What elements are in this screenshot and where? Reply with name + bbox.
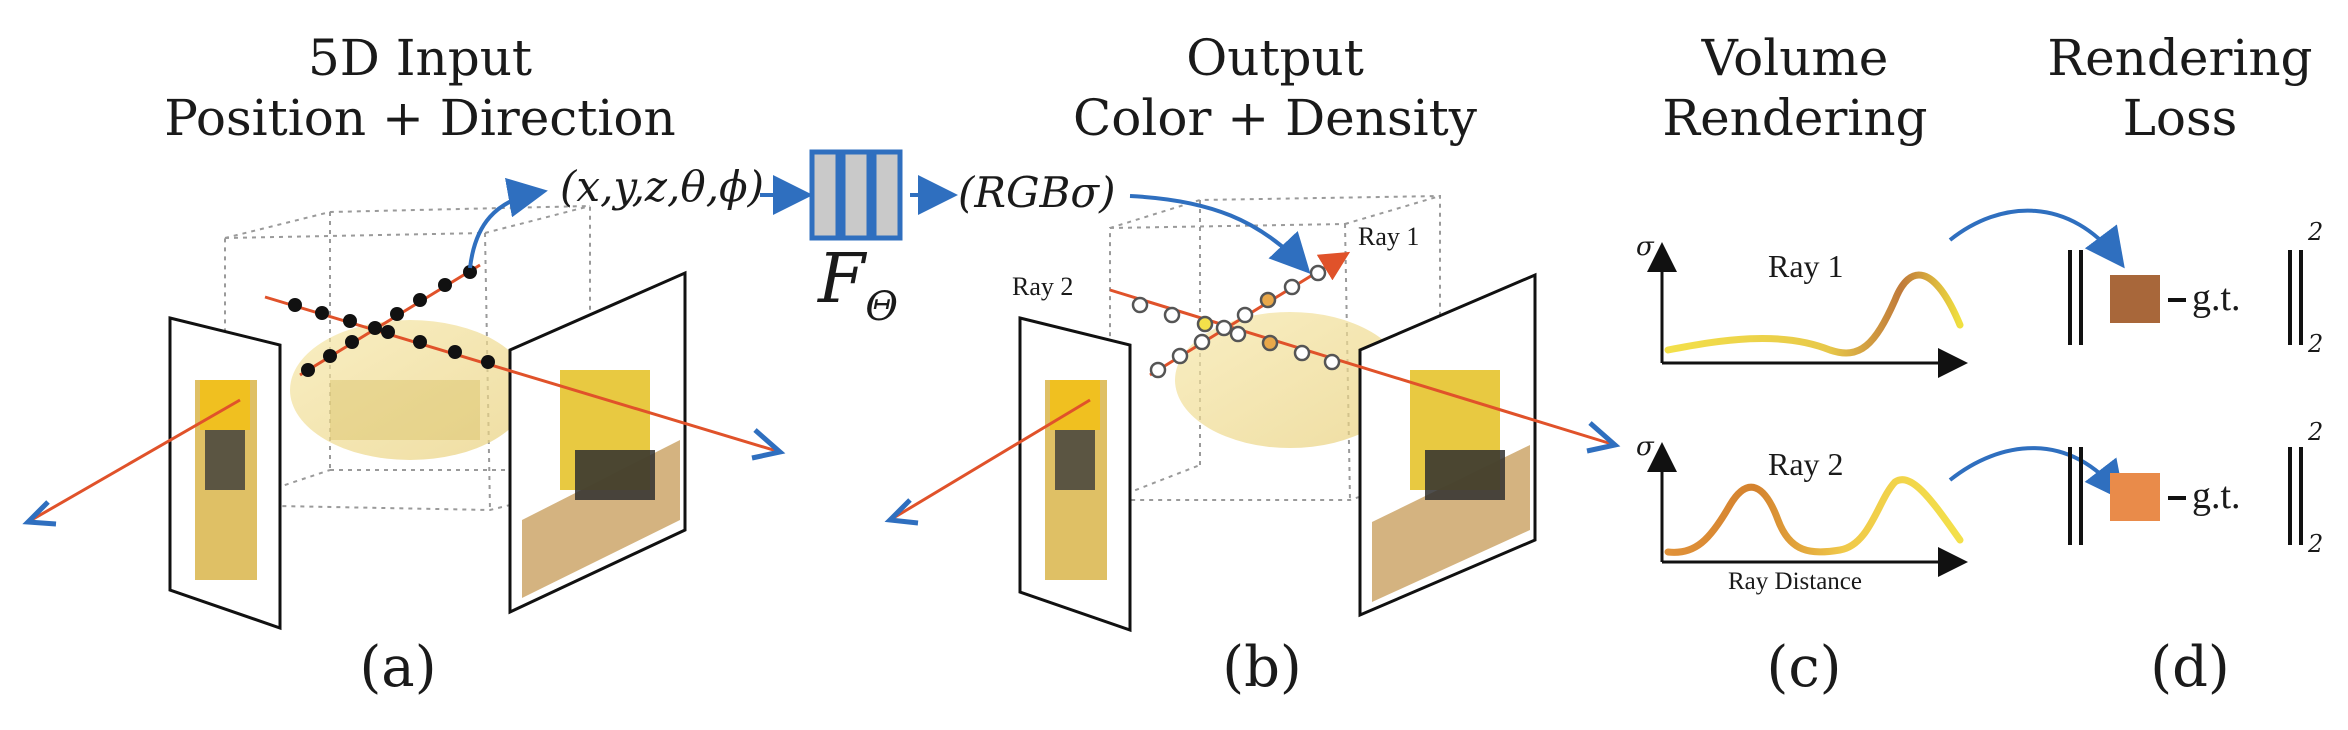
network-f-theta <box>760 149 958 241</box>
sample-points-b <box>1131 264 1341 379</box>
ray-b-right-arrowhead <box>1586 421 1621 454</box>
header-c: Volume Rendering <box>1645 28 1945 148</box>
panel-b-scene <box>884 194 1621 633</box>
ray-a-left-arrowhead <box>22 500 57 527</box>
loss1-gt-label: g.t. <box>2192 277 2241 319</box>
arrow-sample-to-input <box>468 177 548 269</box>
caption-b: (b) <box>1222 635 1302 700</box>
header-b: Output Color + Density <box>1050 28 1500 148</box>
header-d-line1: Rendering <box>2047 29 2313 87</box>
panel-d-loss <box>2068 250 2303 545</box>
header-a: 5D Input Position + Direction <box>140 28 700 148</box>
loss1-color-swatch <box>2110 275 2160 323</box>
network-f: F <box>818 240 866 319</box>
header-d: Rendering Loss <box>2030 28 2330 148</box>
loss1-norm-bars <box>2068 250 2303 345</box>
ray-a-right-arrowhead <box>751 428 786 461</box>
network-layer-2 <box>840 149 872 241</box>
network-theta-subscript: Θ <box>865 284 898 330</box>
ray-b-left <box>889 398 1091 522</box>
loss2-subscript: 2 <box>2308 530 2324 558</box>
header-b-line2: Color + Density <box>1073 89 1477 147</box>
loss1-subscript: 2 <box>2308 330 2324 358</box>
loss2-color-swatch <box>2110 473 2160 521</box>
caption-a: (a) <box>359 635 437 700</box>
header-c-line2: Rendering <box>1662 89 1928 147</box>
plot2-x-label: Ray Distance <box>1728 568 1862 595</box>
plot2-sigma-label: σ <box>1636 432 1654 462</box>
loss2-norm-bars <box>2068 447 2303 545</box>
ray-2-line <box>1109 288 1616 447</box>
ray-2-label: Ray 2 <box>1012 272 1074 301</box>
caption-d: (d) <box>2150 635 2230 700</box>
header-b-line1: Output <box>1186 29 1364 87</box>
input-tuple: (x,y,z,θ,ϕ) <box>560 162 765 211</box>
caption-c: (c) <box>1766 635 1842 700</box>
output-tuple: (RGBσ) <box>958 168 1116 217</box>
sample-points-a <box>288 265 495 377</box>
header-a-line2: Position + Direction <box>164 89 676 147</box>
arrow-output-to-ray <box>1129 194 1311 274</box>
panel-c-plots <box>1647 208 2125 577</box>
scene-object-a <box>290 320 530 460</box>
plot2-density-curve <box>1664 476 1964 556</box>
loss1-superscript: 2 <box>2308 218 2324 246</box>
ray-b-left-arrowhead <box>884 498 919 526</box>
arrow-plot1-to-loss <box>1948 208 2125 269</box>
header-d-line2: Loss <box>2122 89 2238 147</box>
plot2-title: Ray 2 <box>1768 446 1844 482</box>
loss2-superscript: 2 <box>2308 418 2324 446</box>
network-layer-3 <box>871 149 903 241</box>
ray-a-left <box>27 398 241 524</box>
ray-1-label: Ray 1 <box>1358 222 1420 251</box>
plot1-title: Ray 1 <box>1768 248 1844 284</box>
loss2-gt-label: g.t. <box>2192 475 2241 517</box>
panel-a-scene <box>22 177 786 631</box>
plot1-sigma-label: σ <box>1636 232 1654 262</box>
header-c-line1: Volume <box>1701 29 1889 87</box>
plot1-density-curve <box>1664 271 1964 357</box>
network-label: FΘ <box>818 240 898 330</box>
header-a-line1: 5D Input <box>307 29 533 87</box>
network-layer-1 <box>809 149 841 241</box>
scene-object-b <box>1175 312 1405 448</box>
arrow-plot2-to-loss <box>1948 446 2125 502</box>
